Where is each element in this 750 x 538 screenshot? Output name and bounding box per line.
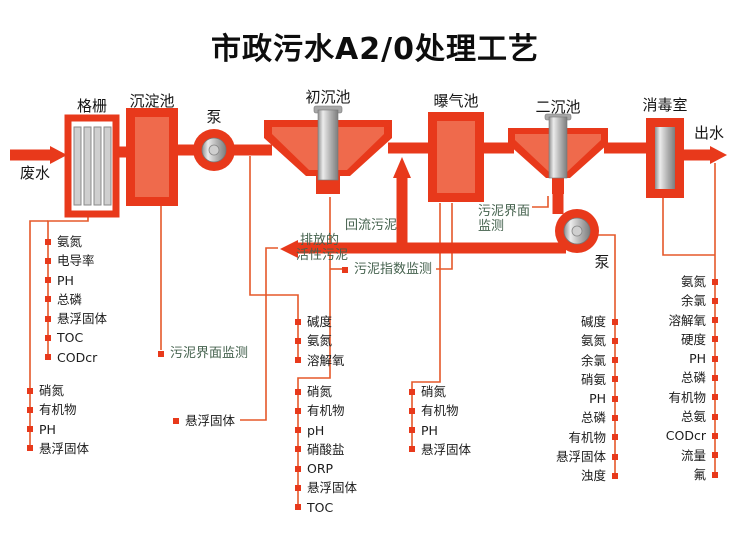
param-item: 氨氮 (556, 331, 619, 350)
param-item: 余氯 (556, 351, 619, 370)
flow-pipes (10, 142, 710, 254)
param-item: 流量 (666, 446, 719, 465)
param-item: 硝氮 (27, 381, 89, 400)
primary-inlet-param-list: 碱度 氨氮 溶解氧 (295, 312, 345, 370)
param-item: 悬浮固体 (27, 439, 89, 458)
influent-label: 废水 (20, 164, 51, 182)
effluent-label: 出水 (694, 124, 725, 142)
param-item: 总磷 (556, 408, 619, 427)
param-item: 悬浮固体 (409, 440, 471, 459)
param-item: 氨氮 (295, 331, 345, 350)
discharge-label-line2: 活性污泥 (296, 248, 349, 263)
param-item: TOC (295, 498, 357, 517)
aeration-tank (428, 112, 484, 202)
clarifier-shaft-2 (548, 116, 568, 179)
annotation-item: 污泥界面监测 (158, 344, 248, 363)
param-item: 氨氮 (45, 232, 107, 251)
disinfection-unit (646, 118, 684, 198)
param-item: 悬浮固体 (556, 447, 619, 466)
param-item: 悬浮固体 (45, 309, 107, 328)
discharge-arrow (280, 240, 298, 258)
param-item: 碱度 (295, 312, 345, 331)
influent-param-list: 硝氮 有机物 PH 悬浮固体 (27, 381, 89, 458)
wire-sludge-index-b (436, 203, 453, 270)
annotation-item: 污泥指数监测 (342, 260, 432, 279)
param-item: 有机物 (409, 401, 471, 420)
grid-bars (73, 126, 112, 206)
primary-clarifier-label: 初沉池 (305, 88, 351, 106)
wire-disinfection (662, 198, 715, 256)
param-item: 硝氨 (556, 370, 619, 389)
pump-1 (193, 129, 235, 171)
param-item: 溶解氧 (295, 351, 345, 370)
param-item: 余氯 (666, 291, 719, 310)
param-item: 有机物 (666, 388, 719, 407)
return-sludge-label: 回流污泥 (345, 218, 398, 233)
param-item: 硝氮 (409, 382, 471, 401)
flow-arrows (50, 146, 727, 258)
param-item: CODcr (45, 348, 107, 367)
param-item: PH (409, 421, 471, 440)
sedimentation-tank (126, 108, 178, 206)
param-item: 硝氮 (295, 382, 357, 401)
wire-primary-outlet (297, 197, 331, 508)
param-item: CODcr (666, 426, 719, 445)
param-item: PH (666, 349, 719, 368)
param-item: 氟 (666, 465, 719, 484)
disinfection-label: 消毒室 (642, 96, 688, 114)
param-item: 有机物 (295, 401, 357, 420)
secondary-clarifier-label: 二沉池 (535, 98, 581, 116)
secondary-clarifier (508, 113, 608, 194)
influent-arrow (50, 146, 67, 164)
param-item: ORP (295, 459, 357, 478)
param-item: pH (295, 421, 357, 440)
param-item: 浊度 (556, 466, 619, 485)
wire-aeration-params (411, 203, 441, 450)
wire-primary-inlet (249, 156, 299, 361)
aeration-label: 曝气池 (433, 92, 479, 110)
param-item: PH (45, 271, 107, 290)
primary-outlet-param-list: 硝氮 有机物 pH 硝酸盐 ORP 悬浮固体 TOC (295, 382, 357, 517)
aeration-param-list: 硝氮 有机物 PH 悬浮固体 (409, 382, 471, 459)
interface-right-label-line2: 监测 (478, 219, 505, 234)
param-item: 总氨 (666, 407, 719, 426)
param-item: 碱度 (556, 312, 619, 331)
grid-param-list: 氨氮 电导率 PH 总磷 悬浮固体 TOC CODcr (45, 232, 107, 367)
param-item: 溶解氧 (666, 311, 719, 330)
param-item: 硬度 (666, 330, 719, 349)
param-item: 悬浮固体 (173, 411, 235, 430)
sedimentation-label: 沉淀池 (129, 92, 175, 110)
param-item: 总磷 (45, 290, 107, 309)
param-item: 悬浮固体 (295, 478, 357, 497)
effluent-arrow (710, 146, 727, 164)
param-item: 总磷 (666, 368, 719, 387)
grid-label: 格栅 (76, 97, 107, 115)
interface-left-item: 污泥界面监测 (158, 344, 248, 363)
param-item: 氨氮 (666, 272, 719, 291)
param-item: 有机物 (27, 400, 89, 419)
param-item: 电导率 (45, 251, 107, 270)
primary-clarifier (264, 105, 392, 194)
pump2-label: 泵 (594, 253, 610, 271)
wire-suspended-single (240, 247, 278, 421)
page-title: 市政污水A2/0处理工艺 (211, 32, 539, 67)
interface-right-label-line1: 污泥界面 (478, 204, 531, 219)
secondary-param-list: 碱度 氨氮 余氯 硝氨 PH 总磷 有机物 悬浮固体 浊度 (556, 312, 619, 486)
grid-screen-unit (64, 114, 120, 218)
suspended-single-item: 悬浮固体 (173, 411, 235, 430)
return-up-arrow (393, 157, 411, 178)
effluent-param-list: 氨氮 余氯 溶解氧 硬度 PH 总磷 有机物 总氨 CODcr 流量 氟 (666, 272, 719, 484)
param-item: TOC (45, 328, 107, 347)
param-item: 有机物 (556, 428, 619, 447)
wire-interface-right (532, 196, 549, 208)
param-item: 硝酸盐 (295, 440, 357, 459)
param-item: PH (27, 420, 89, 439)
sludge-index-item: 污泥指数监测 (342, 260, 432, 279)
param-item: PH (556, 389, 619, 408)
discharge-label-line1: 排放的 (300, 233, 340, 248)
wire-influent-params (29, 220, 48, 449)
pump1-label: 泵 (206, 108, 222, 126)
pump-2 (555, 209, 599, 253)
clarifier-shaft (317, 109, 339, 181)
